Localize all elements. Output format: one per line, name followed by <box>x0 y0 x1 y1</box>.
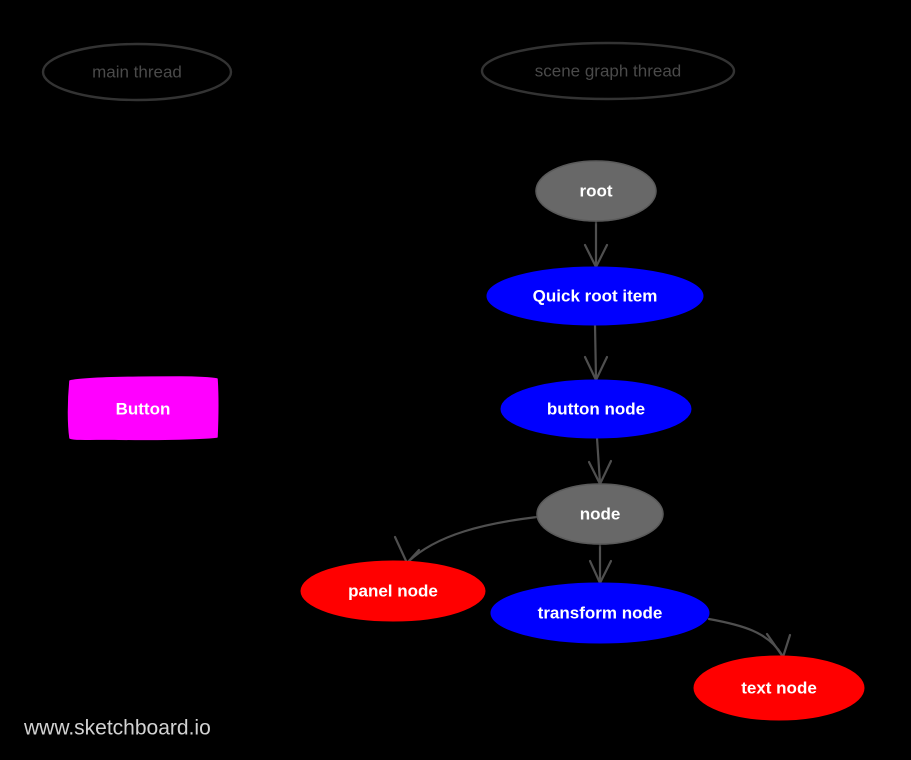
node-quick-root-item-shape <box>486 266 704 326</box>
node-quick-root-item[interactable]: Quick root item <box>486 266 704 326</box>
node-node[interactable]: node <box>536 483 664 545</box>
node-root[interactable]: root <box>535 160 657 222</box>
connector-button-node-to-node <box>587 436 613 486</box>
thread-main-thread[interactable]: main thread <box>41 42 233 102</box>
thread-main-thread-outline <box>41 42 233 102</box>
node-text-node-shape <box>693 655 865 721</box>
node-button-node-shape <box>500 379 692 439</box>
node-text-node[interactable]: text node <box>693 655 865 721</box>
thread-scene-graph-thread-outline <box>480 41 736 101</box>
node-node-shape <box>536 483 664 545</box>
node-button-node[interactable]: button node <box>500 379 692 439</box>
connector-node-to-transform-node <box>588 542 613 585</box>
connector-quick-root-item-to-button-node <box>583 323 609 382</box>
thread-layer: main thread scene graph thread <box>41 41 736 102</box>
watermark-link[interactable]: www.sketchboard.io <box>23 717 211 740</box>
thread-scene-graph-thread[interactable]: scene graph thread <box>480 41 736 101</box>
node-root-shape <box>535 160 657 222</box>
node-button-shape[interactable]: Button <box>67 376 219 441</box>
node-layer: root Quick root item button node node pa… <box>300 160 865 721</box>
node-panel-node[interactable]: panel node <box>300 560 486 622</box>
node-transform-node-shape <box>490 582 710 644</box>
button-shape-fill <box>67 376 219 441</box>
thread-main-thread-label: main thread <box>92 62 182 81</box>
node-panel-node-shape <box>300 560 486 622</box>
thread-scene-graph-thread-label: scene graph thread <box>535 61 682 80</box>
connector-root-to-quick-root-item <box>583 219 609 269</box>
connector-transform-node-to-text-node <box>707 617 792 659</box>
node-transform-node[interactable]: transform node <box>490 582 710 644</box>
connector-node-to-panel-node <box>393 515 539 565</box>
